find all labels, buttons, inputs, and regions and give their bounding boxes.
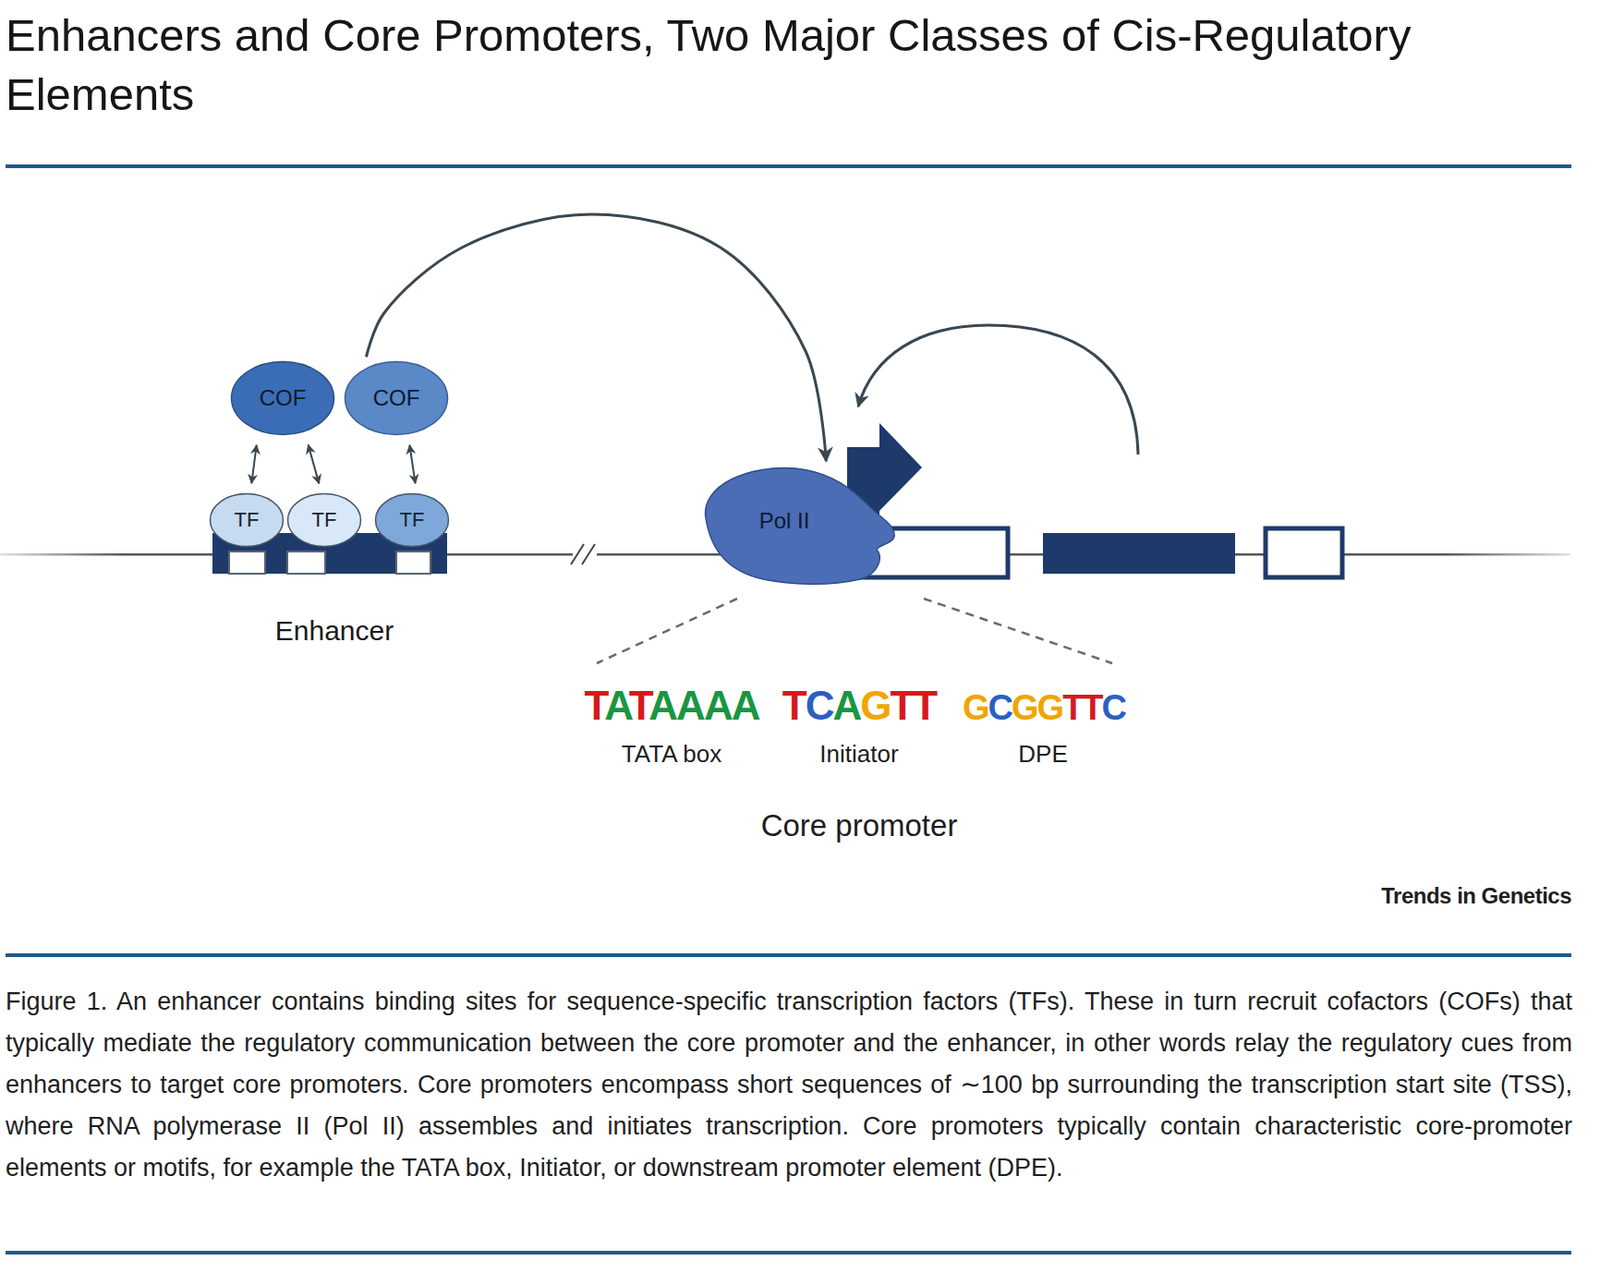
enhancer-bar bbox=[212, 533, 448, 574]
node-label: COF bbox=[373, 385, 421, 413]
exon bbox=[1042, 533, 1236, 574]
ellipse-shape bbox=[288, 494, 362, 547]
rule bbox=[5, 164, 1572, 169]
text-label: Core promoter bbox=[761, 807, 958, 845]
node-label: TF bbox=[312, 508, 338, 533]
ellipse-shape bbox=[231, 362, 335, 436]
pol-ii-complex: Pol II bbox=[698, 464, 898, 587]
cofactor-ellipse: COF bbox=[343, 360, 449, 437]
sequence-logo: TATAAAA bbox=[584, 681, 760, 731]
text-label: DPE bbox=[1018, 739, 1067, 769]
ellipse-shape bbox=[210, 494, 284, 547]
tf-ellipse: TF bbox=[286, 492, 363, 548]
node-label: TF bbox=[234, 508, 260, 533]
exon bbox=[1265, 528, 1343, 578]
binding-site bbox=[396, 551, 431, 574]
sequence-logo: GCGGTTC bbox=[962, 687, 1126, 730]
binding-site bbox=[229, 551, 266, 574]
node-label: Enhancer bbox=[212, 614, 457, 648]
binding-site bbox=[287, 551, 326, 574]
leader-line bbox=[923, 598, 1113, 664]
figure-caption: Figure 1. An enhancer contains binding s… bbox=[5, 981, 1573, 1189]
figure-title: Enhancers and Core Promoters, Two Major … bbox=[5, 5, 1590, 124]
node-label: Pol II bbox=[698, 464, 871, 535]
ellipse-shape bbox=[375, 494, 449, 547]
connector-arrow bbox=[308, 445, 320, 485]
rule bbox=[5, 1250, 1572, 1255]
connector-arrow bbox=[251, 445, 256, 484]
ellipse-shape bbox=[345, 362, 449, 436]
connector-arrow bbox=[365, 214, 826, 461]
node-label: TF bbox=[400, 508, 425, 533]
tf-ellipse: TF bbox=[208, 492, 285, 548]
leader-line bbox=[596, 598, 738, 664]
sequence-logo: TCAGTT bbox=[782, 681, 936, 731]
tf-ellipse: TF bbox=[374, 492, 450, 548]
cofactor-ellipse: COF bbox=[230, 360, 336, 437]
break-mark bbox=[570, 544, 584, 565]
connector-arrow bbox=[409, 445, 415, 484]
text-label: TATA box bbox=[621, 739, 722, 769]
break-mark bbox=[581, 544, 595, 565]
enhancer-region: Enhancer bbox=[212, 533, 457, 652]
rule bbox=[5, 953, 1572, 958]
feedback-arc bbox=[858, 325, 1139, 455]
text-label: Initiator bbox=[819, 739, 898, 769]
node-label: COF bbox=[259, 385, 307, 413]
text-label: Trends in Genetics bbox=[1381, 883, 1572, 910]
